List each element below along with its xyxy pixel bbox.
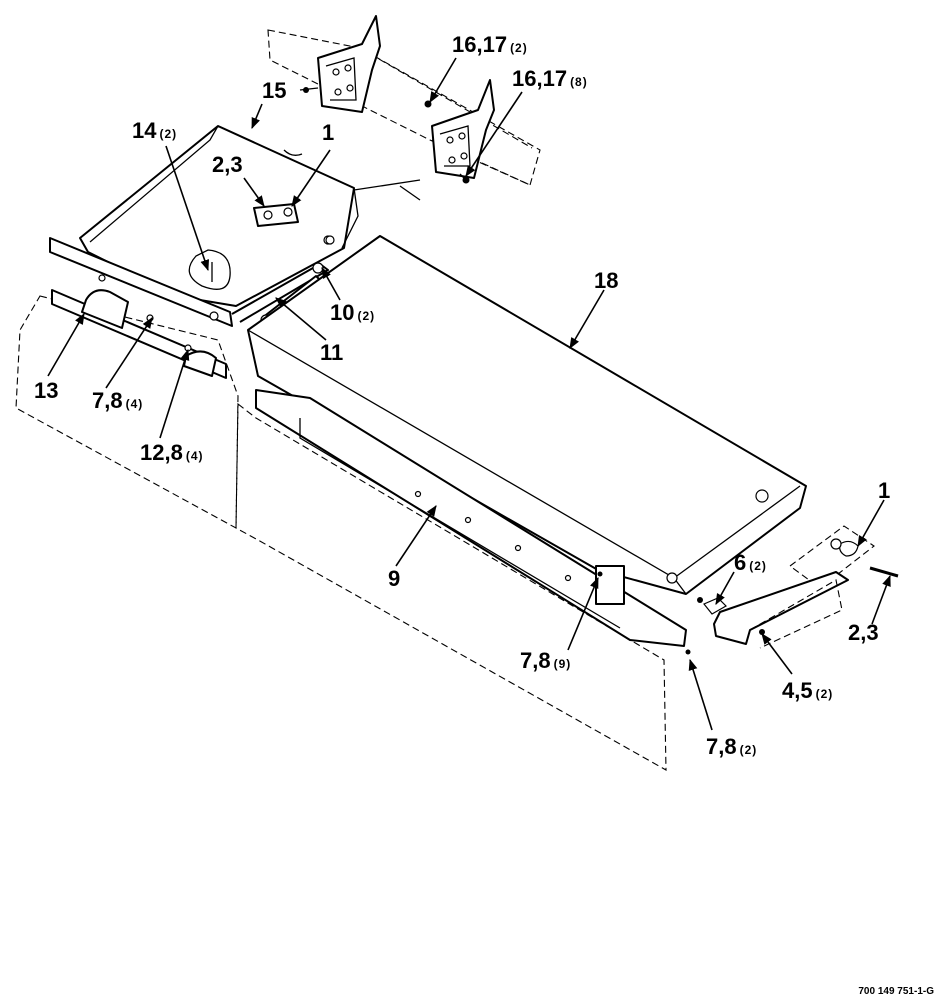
- callout-16-17-b-qty: (8): [570, 75, 588, 89]
- callout-16-17-a-label: 16,17: [452, 32, 507, 57]
- callout-6-qty: (2): [749, 559, 767, 573]
- callout-7-8-qty4-qty: (4): [126, 397, 144, 411]
- callout-14: 14(2): [132, 118, 177, 143]
- callout-7-8-qty9: 7,8(9): [520, 648, 571, 673]
- callout-12-8-label: 12,8: [140, 440, 183, 465]
- callout-4-5-label: 4,5: [782, 678, 813, 703]
- callout-7-8-qty2-qty: (2): [740, 743, 758, 757]
- callout-2-3-top: 2,3: [212, 152, 243, 177]
- callout-9: 9: [388, 566, 400, 591]
- callout-7-8-qty2-label: 7,8: [706, 734, 737, 759]
- figure-number: 700 149 751-1-G: [858, 986, 934, 997]
- callout-2-3-right: 2,3: [848, 620, 879, 645]
- callout-7-8-qty9-label: 7,8: [520, 648, 551, 673]
- mount-bracket-upper: [299, 15, 381, 113]
- callout-16-17-a: 16,17(2): [452, 32, 528, 57]
- callout-12-8: 12,8(4): [140, 440, 204, 465]
- callout-7-8-qty2: 7,8(2): [706, 734, 757, 759]
- callout-1-top: 1: [322, 120, 334, 145]
- callout-10-label: 10: [330, 300, 354, 325]
- callout-7-8-qty4-label: 7,8: [92, 388, 123, 413]
- callout-16-17-b-label: 16,17: [512, 66, 567, 91]
- right-end-bracket: [697, 525, 899, 649]
- callout-13: 13: [34, 378, 58, 403]
- mount-bracket-lower: [424, 79, 495, 184]
- leader-lines: [47, 57, 891, 731]
- callout-6-label: 6: [734, 550, 746, 575]
- callout-14-label: 14: [132, 118, 157, 143]
- callout-15: 15: [262, 78, 286, 103]
- callout-10-qty: (2): [357, 309, 375, 323]
- callout-16-17-b: 16,17(8): [512, 66, 588, 91]
- callout-11: 11: [320, 340, 343, 365]
- callout-12-8-qty: (4): [186, 449, 204, 463]
- callout-10: 10(2): [330, 300, 375, 325]
- callout-6: 6(2): [734, 550, 767, 575]
- callout-4-5: 4,5(2): [782, 678, 833, 703]
- rail-9: [235, 389, 691, 771]
- callout-14-qty: (2): [159, 127, 177, 141]
- callout-1-right: 1: [878, 478, 890, 503]
- callout-16-17-a-qty: (2): [510, 41, 528, 55]
- callout-4-5-qty: (2): [816, 687, 834, 701]
- callout-7-8-qty9-qty: (9): [554, 657, 572, 671]
- callout-18: 18: [594, 268, 618, 293]
- callout-7-8-qty4: 7,8(4): [92, 388, 143, 413]
